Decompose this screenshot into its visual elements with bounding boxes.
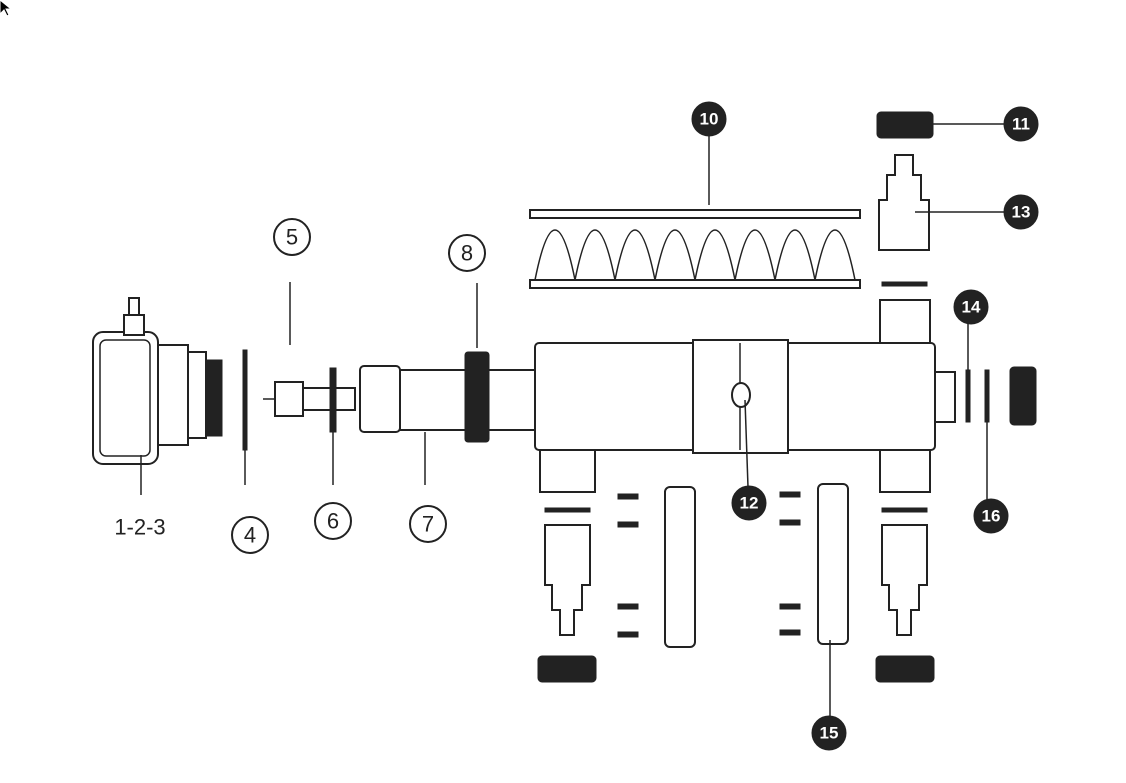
quartz-sleeve bbox=[359, 365, 536, 433]
label-7-text: 7 bbox=[422, 512, 434, 537]
label-6: 6 bbox=[314, 502, 352, 540]
label-5-text: 5 bbox=[286, 225, 298, 250]
cap bbox=[875, 655, 935, 683]
label-10-text: 10 bbox=[700, 110, 719, 129]
washer bbox=[329, 367, 337, 433]
mouse-cursor-icon bbox=[0, 0, 13, 17]
label-16-text: 16 bbox=[982, 507, 1001, 526]
hose-connector bbox=[881, 524, 928, 636]
hose-connector bbox=[878, 154, 930, 251]
screws bbox=[617, 491, 801, 638]
coil bbox=[529, 209, 861, 289]
cap bbox=[1009, 366, 1037, 426]
label-7: 7 bbox=[409, 505, 447, 543]
label-13-text: 13 bbox=[1012, 203, 1031, 222]
threaded-nut bbox=[464, 351, 490, 443]
seal-ring bbox=[544, 507, 591, 513]
label-4-text: 4 bbox=[244, 523, 256, 548]
label-1-2-3: 1-2-3 bbox=[114, 515, 165, 540]
cap bbox=[537, 655, 597, 683]
uv-lamp bbox=[263, 381, 356, 417]
label-11: 11 bbox=[1003, 106, 1039, 142]
mounting-bracket bbox=[664, 486, 696, 648]
label-10: 10 bbox=[691, 101, 727, 137]
label-12: 12 bbox=[731, 485, 767, 521]
label-8-text: 8 bbox=[461, 241, 473, 266]
label-5: 5 bbox=[273, 218, 311, 256]
hose-connector bbox=[544, 524, 591, 636]
label-8: 8 bbox=[448, 234, 486, 272]
leader-lines bbox=[140, 123, 1005, 717]
label-12-text: 12 bbox=[740, 494, 759, 513]
label-14-text: 14 bbox=[962, 298, 981, 317]
seal-ring bbox=[965, 369, 971, 423]
seal-ring bbox=[881, 507, 928, 513]
pump-housing bbox=[92, 297, 223, 465]
o-ring bbox=[242, 349, 248, 451]
label-16: 16 bbox=[973, 498, 1009, 534]
label-15-text: 15 bbox=[820, 724, 839, 743]
main-body bbox=[534, 299, 956, 493]
label-14: 14 bbox=[953, 289, 989, 325]
seal-ring bbox=[984, 369, 990, 423]
cap bbox=[876, 111, 934, 139]
label-4: 4 bbox=[231, 516, 269, 554]
mounting-bracket bbox=[817, 483, 849, 645]
label-11-text: 11 bbox=[1012, 115, 1030, 134]
label-15: 15 bbox=[811, 715, 847, 751]
label-6-text: 6 bbox=[327, 509, 339, 534]
label-13: 13 bbox=[1003, 194, 1039, 230]
seal-ring bbox=[881, 281, 928, 287]
